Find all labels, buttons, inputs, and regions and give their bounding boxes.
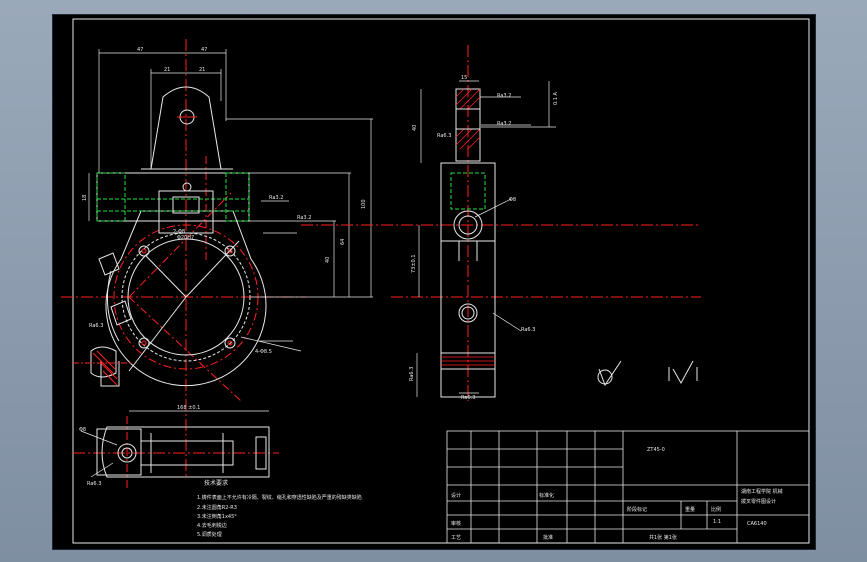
title-block bbox=[446, 430, 810, 544]
svg-text:15: 15 bbox=[461, 75, 467, 81]
svg-text:21: 21 bbox=[164, 67, 170, 73]
drawing-canvas: 47 47 21 21 100 64 40 18 2-Φ8 Φ20H7 Ra3.… bbox=[61, 18, 810, 544]
cad-drawing-viewport[interactable]: 47 47 21 21 100 64 40 18 2-Φ8 Φ20H7 Ra3.… bbox=[52, 14, 816, 550]
label-stage: 阶段标记 bbox=[627, 506, 647, 513]
label-craft: 工艺 bbox=[451, 535, 461, 541]
svg-text:Ra3.2: Ra3.2 bbox=[297, 215, 311, 221]
svg-text:Ra6.3: Ra6.3 bbox=[409, 367, 415, 381]
school-name: 湖南工程学院 机械 bbox=[741, 488, 783, 495]
svg-text:Ra3.2: Ra3.2 bbox=[497, 93, 511, 99]
svg-text:73±0.1: 73±0.1 bbox=[411, 254, 417, 273]
svg-text:Ra6.3: Ra6.3 bbox=[521, 327, 535, 333]
svg-text:Ra6.3: Ra6.3 bbox=[87, 481, 101, 487]
front-view-dimensions bbox=[88, 49, 373, 352]
svg-text:Φ8: Φ8 bbox=[79, 427, 86, 433]
label-standard: 标准化 bbox=[539, 492, 554, 499]
svg-text:168 ±0.1: 168 ±0.1 bbox=[177, 405, 200, 411]
tech-req-line: 4.去毛刺锐边 bbox=[197, 522, 227, 529]
top-view bbox=[73, 416, 279, 489]
label-review: 审核 bbox=[451, 520, 461, 527]
drawing-name: 拨叉零件图设计 bbox=[741, 498, 776, 505]
svg-text:Ra3.2: Ra3.2 bbox=[269, 195, 283, 201]
svg-text:100: 100 bbox=[361, 199, 367, 209]
svg-text:18: 18 bbox=[82, 195, 88, 201]
roughness-symbols bbox=[597, 360, 698, 387]
svg-text:2-Φ8: 2-Φ8 bbox=[173, 229, 185, 235]
svg-text:Ra6.3: Ra6.3 bbox=[437, 133, 451, 139]
svg-text:64: 64 bbox=[340, 239, 346, 245]
svg-text:4-Φ8.5: 4-Φ8.5 bbox=[255, 349, 272, 355]
svg-text:Φ8: Φ8 bbox=[509, 197, 516, 203]
top-view-dimensions bbox=[80, 410, 269, 478]
svg-text:47: 47 bbox=[137, 47, 143, 53]
tech-req-line: 5.调质处理 bbox=[197, 531, 222, 538]
drawing-number: CA6140 bbox=[747, 521, 767, 527]
tech-req-heading: 技术要求 bbox=[204, 479, 228, 487]
label-weight: 重量 bbox=[685, 506, 695, 513]
svg-text:0.1 A: 0.1 A bbox=[553, 91, 559, 105]
front-view bbox=[61, 39, 306, 479]
svg-text:40: 40 bbox=[325, 257, 331, 263]
tech-req-line: 1.铸件表面上不允许有冷隔、裂纹、缩孔和穿透性缺陷及严重的残缺类缺陷 bbox=[197, 494, 362, 501]
side-view-dim-text: 15 40 73±0.1 Ra6.3 Ra6.3 Ra3.2 Ra3.2 0.1… bbox=[409, 75, 559, 401]
tech-req-line: 2.未注圆角R2-R3 bbox=[197, 504, 237, 511]
title-block-text: ZT45-0 设计 标准化 审核 工艺 批准 阶段标记 重量 比例 1:1 共1… bbox=[451, 447, 783, 541]
svg-text:Φ20H7: Φ20H7 bbox=[177, 235, 194, 241]
material-text: ZT45-0 bbox=[647, 447, 665, 453]
svg-text:Ra6.3: Ra6.3 bbox=[89, 323, 103, 329]
side-view bbox=[301, 45, 701, 401]
label-design: 设计 bbox=[451, 492, 461, 499]
label-scale: 比例 bbox=[711, 506, 721, 513]
drawing-frame bbox=[72, 18, 810, 544]
svg-text:47: 47 bbox=[201, 47, 207, 53]
side-view-dimensions bbox=[416, 80, 556, 397]
sheet-text: 共1张 第1张 bbox=[649, 534, 677, 541]
svg-text:21: 21 bbox=[199, 67, 205, 73]
tech-req-line: 3.未注倒角1x45° bbox=[197, 513, 237, 520]
front-view-dim-text: 47 47 21 21 100 64 40 18 2-Φ8 Φ20H7 Ra3.… bbox=[82, 47, 367, 355]
technical-requirements: 技术要求 1.铸件表面上不允许有冷隔、裂纹、缩孔和穿透性缺陷及严重的残缺类缺陷 … bbox=[197, 479, 362, 538]
scale-value: 1:1 bbox=[713, 519, 721, 525]
svg-text:Ra6.3: Ra6.3 bbox=[461, 395, 475, 401]
svg-text:Ra3.2: Ra3.2 bbox=[497, 121, 511, 127]
svg-text:40: 40 bbox=[412, 125, 418, 131]
label-approve: 批准 bbox=[543, 534, 553, 541]
